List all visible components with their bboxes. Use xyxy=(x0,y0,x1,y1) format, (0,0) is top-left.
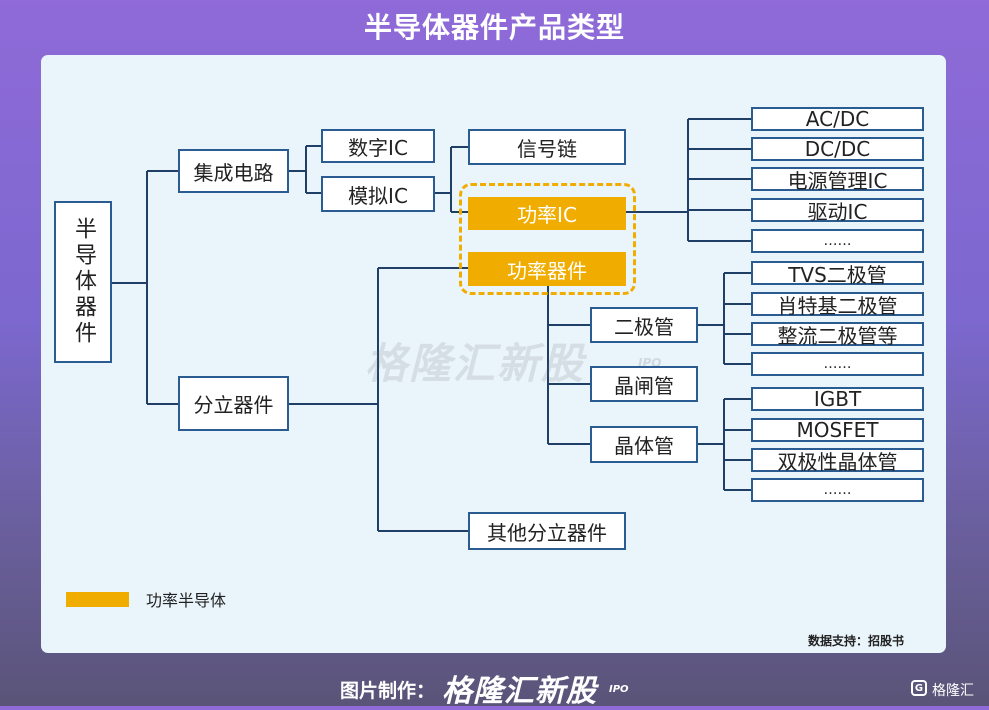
node-other-discrete: 其他分立器件 xyxy=(468,512,626,550)
gelonghui-logo-icon: G xyxy=(911,680,927,696)
leaf-schottky-diode: 肖特基二极管 xyxy=(751,292,924,318)
leaf-dc-dc: DC/DC xyxy=(751,137,924,161)
node-integrated-circuit: 集成电路 xyxy=(178,149,289,193)
node-digital-ic: 数字IC xyxy=(321,129,435,163)
leaf-igbt: IGBT xyxy=(751,387,924,411)
leaf-diode-more: …… xyxy=(751,352,924,376)
node-power-ic: 功率IC xyxy=(468,197,626,230)
node-discrete-device: 分立器件 xyxy=(178,376,289,431)
node-thyristor: 晶闸管 xyxy=(590,366,698,402)
footer-ipo-tag: IPO xyxy=(609,684,629,695)
corner-brand: 格隆汇 xyxy=(932,683,974,699)
leaf-mosfet: MOSFET xyxy=(751,418,924,442)
leaf-ac-dc: AC/DC xyxy=(751,107,924,131)
node-transistor: 晶体管 xyxy=(590,426,698,463)
leaf-power-management-ic: 电源管理IC xyxy=(751,167,924,193)
leaf-tvs-diode: TVS二极管 xyxy=(751,261,924,287)
legend-swatch xyxy=(66,592,129,607)
node-diode: 二极管 xyxy=(590,307,698,343)
leaf-driver-ic: 驱动IC xyxy=(751,198,924,224)
node-semiconductor-device: 半导体器件 xyxy=(54,201,112,363)
leaf-bipolar-transistor: 双极性晶体管 xyxy=(751,448,924,474)
node-analog-ic: 模拟IC xyxy=(321,176,435,212)
leaf-rectifier-diode: 整流二极管等 xyxy=(751,322,924,348)
leaf-transistor-more: …… xyxy=(751,478,924,502)
page-title: 半导体器件产品类型 xyxy=(363,11,625,44)
leaf-ic-more: …… xyxy=(751,229,924,253)
footer-label: 图片制作： xyxy=(340,680,436,702)
legend-label: 功率半导体 xyxy=(146,591,227,610)
footer-brand-logo: 格隆汇新股 xyxy=(442,674,597,709)
data-source: 数据支持：招股书 xyxy=(808,634,905,648)
power-semiconductor-highlight xyxy=(459,183,636,295)
node-signal-chain: 信号链 xyxy=(468,129,626,165)
node-power-device: 功率器件 xyxy=(468,252,626,286)
watermark-brand: 格隆汇新股 xyxy=(365,339,586,388)
